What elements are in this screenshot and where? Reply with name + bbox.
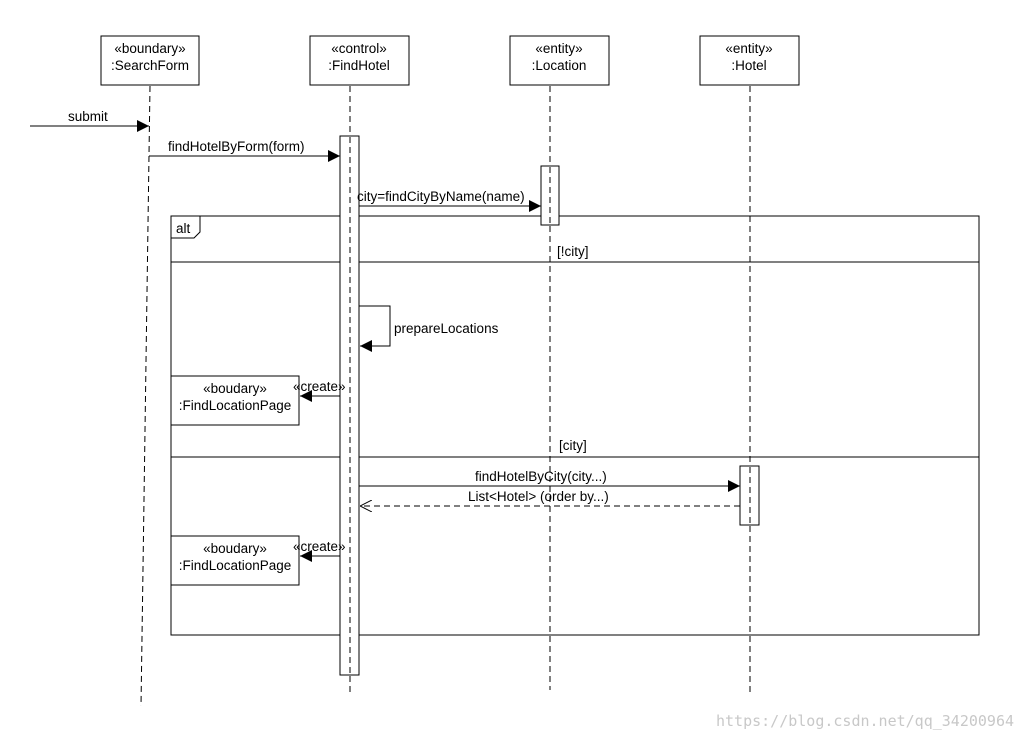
created-object-stereotype: «boudary» [203, 541, 267, 556]
lifeline-searchform [140, 85, 151, 707]
alt-fragment[interactable]: alt [!city] [city] [170, 215, 980, 636]
participant-location[interactable]: «entity» :Location [509, 35, 610, 86]
participant-stereotype: «entity» [535, 41, 582, 56]
message-label: city=findCityByName(name) [357, 189, 525, 204]
message-create-1[interactable]: «create» [293, 379, 346, 402]
message-label: «create» [293, 379, 346, 394]
participant-searchform[interactable]: «boundary» :SearchForm [100, 35, 200, 86]
message-label: findHotelByForm(form) [168, 139, 305, 154]
message-label: «create» [293, 539, 346, 554]
message-prepare-locations[interactable]: prepareLocations [359, 305, 499, 352]
created-object-name: :FindLocationPage [179, 398, 292, 413]
message-label: submit [68, 109, 108, 124]
participant-name: :FindHotel [328, 58, 390, 73]
message-find-hotel-by-city[interactable]: findHotelByCity(city...) [359, 469, 740, 492]
activation-hotel [739, 465, 760, 526]
message-hotel-list-return[interactable]: List<Hotel> (order by...) [360, 489, 740, 506]
message-label: prepareLocations [394, 321, 499, 336]
message-find-city-by-name[interactable]: city=findCityByName(name) [357, 189, 541, 212]
created-object-find-location-page-2[interactable]: «boudary» :FindLocationPage [170, 535, 300, 586]
message-create-2[interactable]: «create» [293, 539, 346, 562]
participant-name: :Hotel [731, 58, 766, 73]
guard-not-city: [!city] [557, 244, 589, 259]
message-find-hotel-by-form[interactable]: findHotelByForm(form) [149, 139, 340, 162]
watermark: https://blog.csdn.net/qq_34200964 [716, 712, 1014, 730]
participant-stereotype: «entity» [725, 41, 772, 56]
activation-location [540, 165, 560, 226]
participant-findhotel[interactable]: «control» :FindHotel [309, 35, 410, 86]
message-label: findHotelByCity(city...) [475, 469, 607, 484]
message-label: List<Hotel> (order by...) [468, 489, 609, 504]
created-object-name: :FindLocationPage [179, 558, 292, 573]
participant-hotel[interactable]: «entity» :Hotel [699, 35, 800, 86]
participant-name: :SearchForm [111, 58, 189, 73]
created-object-stereotype: «boudary» [203, 381, 267, 396]
participant-stereotype: «boundary» [114, 41, 185, 56]
guard-city: [city] [559, 438, 587, 453]
participant-name: :Location [532, 58, 587, 73]
created-object-find-location-page-1[interactable]: «boudary» :FindLocationPage [170, 375, 300, 426]
activation-findhotel [339, 135, 360, 676]
alt-operator: alt [176, 221, 191, 236]
participant-stereotype: «control» [331, 41, 387, 56]
message-submit[interactable]: submit [30, 109, 149, 132]
